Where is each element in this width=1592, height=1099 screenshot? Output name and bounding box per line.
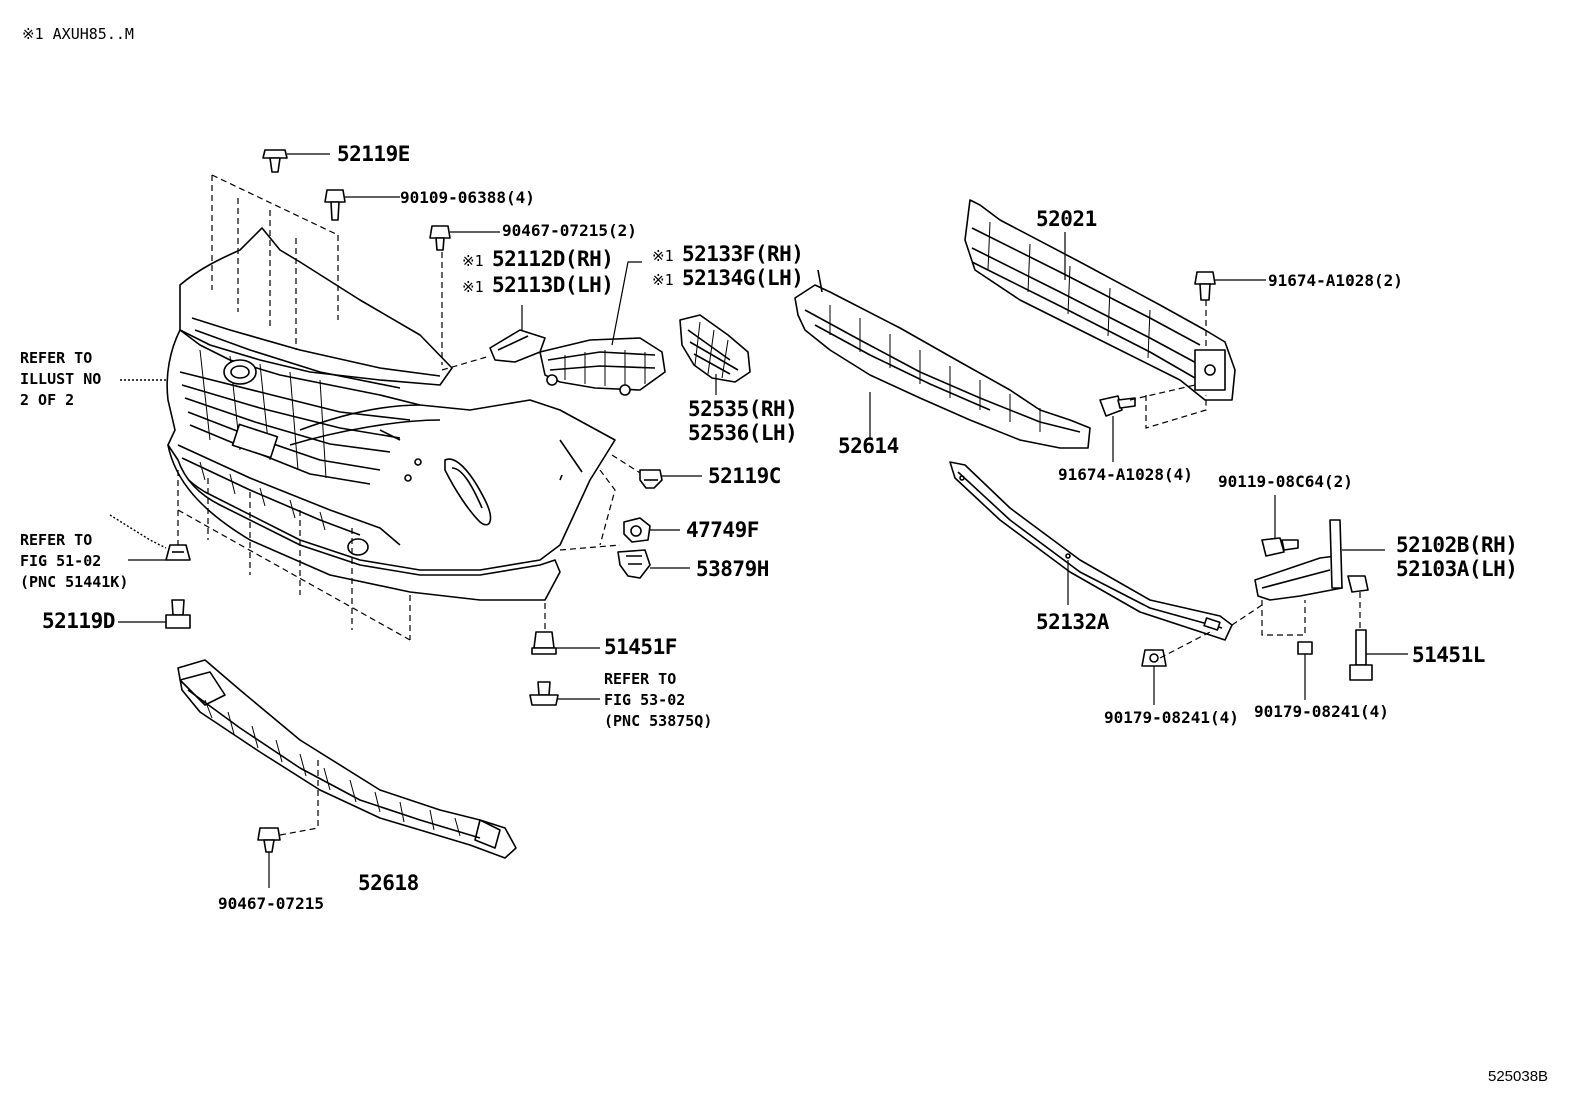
label-52536[interactable]: 52536(LH) <box>688 421 798 445</box>
header-note: ※1 AXUH85..M <box>22 25 134 43</box>
label-52119C[interactable]: 52119C <box>708 464 781 488</box>
ref-illust-line1[interactable]: REFER TO <box>20 349 93 367</box>
ref-illust-line3[interactable]: 2 OF 2 <box>20 391 75 409</box>
part-52132A-lower-bar <box>949 461 1233 659</box>
label-51451L[interactable]: 51451L <box>1412 643 1485 667</box>
note-mark-52112D: ※1 <box>462 252 484 270</box>
part-52614-absorber <box>794 269 1091 449</box>
label-52112D[interactable]: 52112D(RH) <box>492 247 614 271</box>
part-52021-reinforcement <box>964 199 1236 429</box>
label-52113D[interactable]: 52113D(LH) <box>492 273 614 297</box>
label-52535[interactable]: 52535(RH) <box>688 397 798 421</box>
ref-fig5302-line3[interactable]: (PNC 53875Q) <box>604 712 713 730</box>
note-mark-52133F: ※1 <box>652 247 674 265</box>
reference-leaders <box>109 379 168 549</box>
part-52112D-bracket <box>489 305 546 363</box>
part-52618-lower-absorber <box>177 659 517 859</box>
front-bumper-cover <box>166 227 616 601</box>
part-52535-side-retainer <box>679 314 751 395</box>
label-91674-4[interactable]: 91674-A1028(4) <box>1058 465 1193 484</box>
ref-fig5102-line3[interactable]: (PNC 51441K) <box>20 573 129 591</box>
label-52021[interactable]: 52021 <box>1036 207 1097 231</box>
ref-fig5302-line2[interactable]: FIG 53-02 <box>604 691 686 709</box>
label-52132A[interactable]: 52132A <box>1036 610 1109 634</box>
label-90109[interactable]: 90109-06388(4) <box>400 188 535 207</box>
ref-illust-line2[interactable]: ILLUST NO <box>20 370 102 388</box>
label-52102B[interactable]: 52102B(RH) <box>1396 533 1518 557</box>
label-52103A[interactable]: 52103A(LH) <box>1396 557 1518 581</box>
ref-fig5102-line1[interactable]: REFER TO <box>20 531 93 549</box>
part-52102B-bracket <box>1231 519 1385 636</box>
note-mark-52113D: ※1 <box>462 278 484 296</box>
label-52119D[interactable]: 52119D <box>42 609 115 633</box>
label-90179-b[interactable]: 90179-08241(4) <box>1254 702 1389 721</box>
fastener-icons <box>118 149 1408 888</box>
part-52133F-retainer <box>539 261 666 396</box>
label-51451F[interactable]: 51451F <box>604 635 677 659</box>
label-91674-2[interactable]: 91674-A1028(2) <box>1268 271 1403 290</box>
figure-code: 525038B <box>1488 1068 1549 1085</box>
ref-fig5102-line2[interactable]: FIG 51-02 <box>20 552 102 570</box>
label-90119[interactable]: 90119-08C64(2) <box>1218 472 1353 491</box>
small-clips <box>617 469 702 579</box>
label-52618[interactable]: 52618 <box>358 871 419 895</box>
label-52134G[interactable]: 52134G(LH) <box>682 266 804 290</box>
ref-fig5302-line1[interactable]: REFER TO <box>604 670 677 688</box>
label-90467-2[interactable]: 90467-07215(2) <box>502 221 637 240</box>
label-52614[interactable]: 52614 <box>838 434 899 458</box>
label-90179-a[interactable]: 90179-08241(4) <box>1104 708 1239 727</box>
label-47749F[interactable]: 47749F <box>686 518 759 542</box>
bumper-guide-lines <box>177 174 646 641</box>
label-53879H[interactable]: 53879H <box>696 557 769 581</box>
label-52133F[interactable]: 52133F(RH) <box>682 242 804 266</box>
note-mark-52134G: ※1 <box>652 271 674 289</box>
label-52119E[interactable]: 52119E <box>337 142 410 166</box>
label-90467-lower[interactable]: 90467-07215 <box>218 894 324 913</box>
